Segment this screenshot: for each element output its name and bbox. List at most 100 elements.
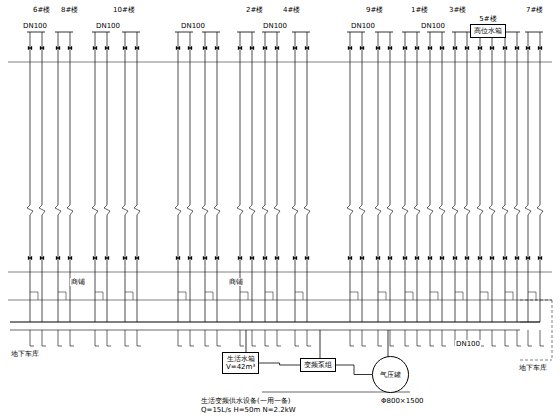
pipe-line xyxy=(58,330,59,346)
pipe-line xyxy=(205,346,209,347)
pipe-line xyxy=(492,330,493,346)
building-label: 1#楼 xyxy=(410,6,429,14)
break-symbol xyxy=(39,205,45,215)
note-text: Φ800×1500 xyxy=(380,397,425,405)
valve-symbol xyxy=(135,46,139,50)
pipe-line xyxy=(442,346,446,347)
pipe-line xyxy=(277,215,278,322)
pipe-line xyxy=(358,292,359,300)
pipe-line xyxy=(252,215,253,322)
pipe-line xyxy=(205,215,206,322)
valve-symbol xyxy=(515,46,519,50)
pipe-line xyxy=(350,215,351,322)
pipe-line xyxy=(540,330,541,346)
valve-symbol xyxy=(68,256,72,260)
valve-symbol xyxy=(403,256,407,260)
pipe-line xyxy=(38,292,39,300)
valve-symbol xyxy=(453,46,457,50)
pipe-size: DN100 xyxy=(262,22,288,30)
pipe-line xyxy=(378,32,379,205)
building-label: 7#楼 xyxy=(525,6,544,14)
pipe-size: DN100 xyxy=(350,22,376,30)
valve-symbol xyxy=(263,256,267,260)
pipe-line xyxy=(277,32,278,205)
valve-symbol xyxy=(305,256,309,260)
pipe-line xyxy=(295,215,296,322)
pipe-line xyxy=(190,32,191,205)
pipe-line xyxy=(252,346,256,347)
pipe-line xyxy=(70,346,74,347)
break-symbol xyxy=(67,205,73,215)
break-symbol xyxy=(525,205,531,215)
break-symbol xyxy=(452,205,458,215)
pipe-line xyxy=(248,292,249,300)
pipe-line xyxy=(405,32,406,205)
valve-symbol xyxy=(40,256,44,260)
pipe-line xyxy=(137,346,141,347)
pipe-line xyxy=(30,330,31,346)
pipe-line xyxy=(190,346,194,347)
pipe-line xyxy=(430,330,431,346)
pipe-size: DN100 xyxy=(420,22,446,30)
valve-symbol xyxy=(388,256,392,260)
pipe-line xyxy=(137,215,138,322)
note-text: 地下车库 xyxy=(518,364,548,372)
break-symbol xyxy=(439,205,445,215)
valve-symbol xyxy=(215,46,219,50)
pipe-line xyxy=(520,360,552,361)
break-symbol xyxy=(464,205,470,215)
pipe-line xyxy=(103,292,104,300)
valve-symbol xyxy=(188,46,192,50)
pipe-line xyxy=(307,330,308,346)
pipe-line xyxy=(442,330,443,346)
note-text: 商铺 xyxy=(70,278,86,286)
pipe-line xyxy=(217,215,218,322)
valve-symbol xyxy=(56,46,60,50)
pipe-connector xyxy=(336,365,372,375)
pipe-line xyxy=(42,346,46,347)
node-text: V=42m³ xyxy=(226,363,255,371)
pipe-line xyxy=(505,346,509,347)
pipe-line xyxy=(463,292,464,300)
valve-symbol xyxy=(465,256,469,260)
valve-symbol xyxy=(360,256,364,260)
valve-symbol xyxy=(388,46,392,50)
pipe-line xyxy=(350,32,351,205)
pipe-line xyxy=(205,330,206,346)
valve-symbol xyxy=(360,46,364,50)
pipe-line xyxy=(42,32,43,205)
pipe-line xyxy=(70,215,71,322)
pipe-line xyxy=(405,292,413,293)
pipe-line xyxy=(133,292,134,300)
valve-symbol xyxy=(250,46,254,50)
pipe-line xyxy=(528,346,532,347)
valve-symbol xyxy=(440,46,444,50)
valve-symbol xyxy=(203,256,207,260)
valve-symbol xyxy=(93,46,97,50)
valve-symbol xyxy=(28,46,32,50)
pipe-line xyxy=(430,346,434,347)
pipe-line xyxy=(240,215,241,322)
pipe-line xyxy=(58,32,59,205)
pipe-line xyxy=(430,32,431,205)
node-text: 变频泵组 xyxy=(304,361,332,369)
pipe-line xyxy=(362,32,363,205)
pipe-line xyxy=(66,292,67,300)
pipe-line xyxy=(442,215,443,322)
pipe-line xyxy=(125,330,126,346)
pipe-line xyxy=(455,32,456,205)
pipe-line xyxy=(505,215,506,322)
break-symbol xyxy=(502,205,508,215)
valve-symbol xyxy=(263,46,267,50)
valve-symbol xyxy=(176,46,180,50)
pipe-line xyxy=(528,330,529,346)
valve-symbol xyxy=(305,46,309,50)
valve-symbol xyxy=(490,256,494,260)
valve-symbol xyxy=(478,256,482,260)
pipe-line xyxy=(517,215,518,322)
building-label: 8#楼 xyxy=(60,6,79,14)
pressure-tank: 气压罐 xyxy=(372,356,409,393)
valve-symbol xyxy=(28,256,32,260)
pipe-line xyxy=(517,330,518,346)
pipe-line xyxy=(125,346,129,347)
